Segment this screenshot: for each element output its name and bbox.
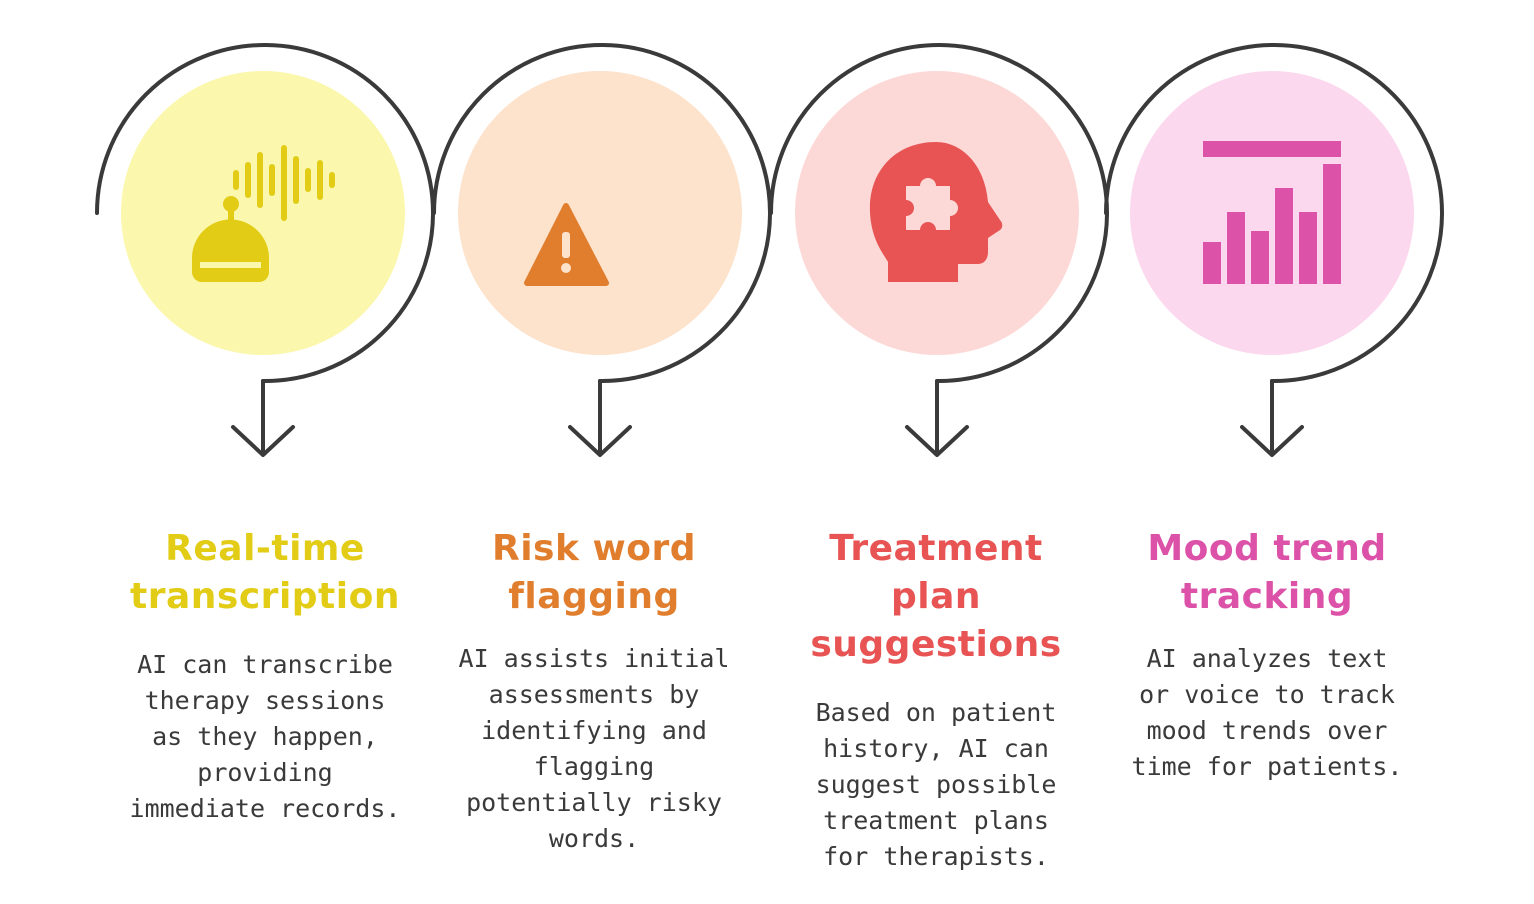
step-title-line: Mood trend xyxy=(1147,528,1387,569)
warning-document-icon xyxy=(524,203,609,286)
description-line: AI can transcribe xyxy=(137,650,393,679)
description-line: treatment plans xyxy=(823,806,1049,835)
down-arrows xyxy=(231,379,1304,457)
connector-loops xyxy=(95,43,1444,384)
step-circle xyxy=(121,71,405,355)
description-line: immediate records. xyxy=(129,794,401,823)
step-title: Real-time transcription xyxy=(115,525,415,621)
down-arrow-icon xyxy=(568,379,632,457)
step-title-line: plan xyxy=(890,576,982,617)
connector-loop xyxy=(432,43,772,384)
description-line: AI assists initial xyxy=(458,644,730,673)
step-title-line: suggestions xyxy=(810,624,1062,665)
step-title-line: transcription xyxy=(130,576,400,617)
description-line: assessments by xyxy=(488,680,700,709)
connector-loop xyxy=(1104,43,1444,384)
step-title-line: Real-time xyxy=(165,528,365,569)
description-line: as they happen, xyxy=(152,722,378,751)
description-line: potentially risky xyxy=(466,788,722,817)
step-column-mood: Mood trend tracking AI analyzes text or … xyxy=(1117,525,1417,785)
step-column-transcription: Real-time transcription AI can transcrib… xyxy=(115,525,415,827)
down-arrow-icon xyxy=(905,379,969,457)
description-line: flagging xyxy=(533,752,655,781)
step-icons xyxy=(192,141,1341,286)
description-line: therapy sessions xyxy=(144,686,386,715)
step-title-line: Treatment xyxy=(829,528,1043,569)
step-description: AI assists initial assessments by identi… xyxy=(449,641,739,857)
robot-audio-icon xyxy=(192,145,335,282)
step-description: AI can transcribe therapy sessions as th… xyxy=(120,647,410,827)
step-column-risk-flagging: Risk word flagging AI assists initial as… xyxy=(444,525,744,857)
step-title: Mood trend tracking xyxy=(1117,525,1417,621)
sound-wave-icon xyxy=(233,145,335,221)
description-line: for therapists. xyxy=(823,842,1049,871)
step-title: Risk word flagging xyxy=(444,525,744,621)
connector-loop xyxy=(769,43,1109,384)
description-line: identifying and xyxy=(481,716,707,745)
bar-chart-icon xyxy=(1203,141,1341,284)
connector-loop xyxy=(95,43,435,384)
step-description: Based on patient history, AI can suggest… xyxy=(791,695,1081,875)
down-arrow-icon xyxy=(1240,379,1304,457)
step-circle xyxy=(1130,71,1414,355)
description-line: or voice to track xyxy=(1139,680,1395,709)
description-line: suggest possible xyxy=(815,770,1057,799)
description-line: time for patients. xyxy=(1131,752,1403,781)
description-line: AI analyzes text xyxy=(1146,644,1388,673)
description-line: Based on patient xyxy=(815,698,1057,727)
down-arrow-icon xyxy=(231,379,295,457)
step-description: AI analyzes text or voice to track mood … xyxy=(1122,641,1412,785)
puzzle-piece-icon xyxy=(906,178,958,230)
step-title-line: tracking xyxy=(1180,576,1354,617)
description-line: providing xyxy=(197,758,333,787)
step-title-line: Risk word xyxy=(492,528,696,569)
step-title-line: flagging xyxy=(508,576,680,617)
step-circle xyxy=(458,71,742,355)
description-line: words. xyxy=(548,824,640,853)
step-circles xyxy=(121,71,1414,355)
robot-head-icon xyxy=(192,196,269,282)
step-title: Treatment plan suggestions xyxy=(786,525,1086,669)
head-puzzle-icon xyxy=(869,142,1003,282)
step-column-treatment: Treatment plan suggestions Based on pati… xyxy=(786,525,1086,875)
description-line: mood trends over xyxy=(1146,716,1388,745)
description-line: history, AI can xyxy=(823,734,1049,763)
